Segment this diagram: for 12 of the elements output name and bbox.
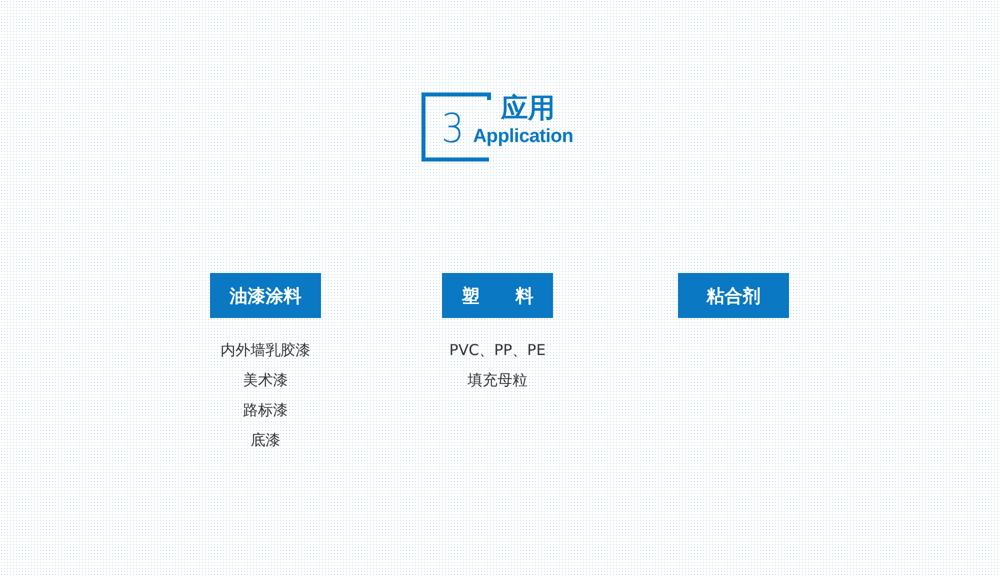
category-box: 油漆涂料 [210,273,321,318]
heading-subtitle: Application [473,125,574,149]
list-item: 底漆 [250,431,280,449]
list-item: 内外墙乳胶漆 [220,341,310,359]
list-item: PVC、PP、PE [449,341,546,359]
heading-number: 3 [441,106,464,152]
list-item: 填充母粒 [468,371,528,389]
list-item: 美术漆 [243,371,288,389]
category-box: 粘合剂 [678,273,789,318]
category-box: 塑 料 [442,273,553,318]
list-item: 路标漆 [243,401,288,419]
heading-title: 应用 [501,93,555,125]
